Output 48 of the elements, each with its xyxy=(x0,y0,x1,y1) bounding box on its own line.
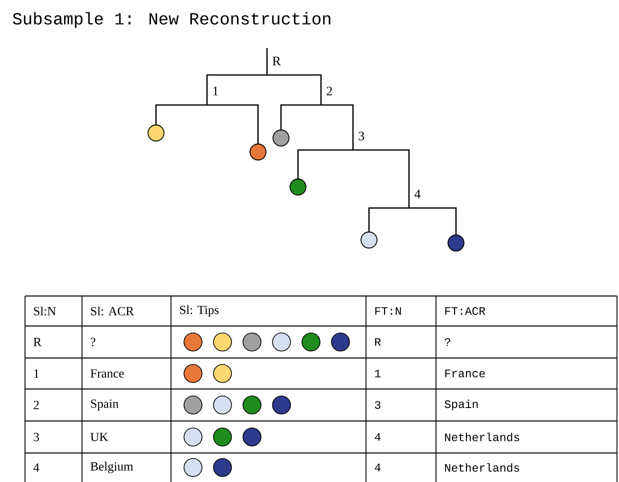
node-label: 1 xyxy=(213,86,218,96)
tree-branch xyxy=(297,149,353,179)
tree-branch xyxy=(409,207,457,235)
table-cell-text: 3 xyxy=(34,432,39,442)
tip-circle xyxy=(148,124,164,142)
table-cell-text: Spain xyxy=(91,400,118,410)
tip-circle xyxy=(448,234,464,252)
tree-branch xyxy=(368,207,409,232)
tree-branch xyxy=(267,74,322,105)
tree-branch xyxy=(206,74,267,105)
table-cell-text: R xyxy=(34,338,42,346)
table-cell-text: Netherlands xyxy=(445,432,520,442)
table-cell-text: Sl:N xyxy=(34,306,56,316)
table-cell-text: 4 xyxy=(374,433,381,441)
tree-branch xyxy=(353,149,410,208)
table-cell-text: 2 xyxy=(34,400,39,410)
table-cell-text: FT:ACR xyxy=(445,307,486,315)
table-cell-text: France xyxy=(90,369,124,378)
table-cell-text: ? xyxy=(90,338,96,346)
table-cell-text: 1 xyxy=(375,370,381,378)
table-cell-text: 4 xyxy=(33,463,40,472)
tip-circle xyxy=(272,130,290,146)
table-cell-text: ? xyxy=(444,338,450,346)
title: Subsample 1: New Reconstruction xyxy=(12,12,330,28)
tree-branch xyxy=(266,48,268,75)
table-cell-text: Netherlands xyxy=(445,463,520,472)
table-cell-text: UK xyxy=(90,432,108,442)
node-label: 2 xyxy=(326,86,332,96)
table-cell-text: FT:N xyxy=(375,307,401,315)
table-cell-text: 4 xyxy=(374,464,381,472)
table-cell-text: Spain xyxy=(444,400,478,410)
node-label: R xyxy=(272,56,281,66)
tree-branch xyxy=(207,104,259,144)
tip-circle xyxy=(290,178,306,196)
table-cell-text: Belgium xyxy=(90,462,134,474)
node-label: 3 xyxy=(358,132,364,140)
table-cell-text: R xyxy=(375,338,381,346)
node-label: 4 xyxy=(414,190,420,198)
table-cell-text: France xyxy=(445,370,485,378)
table-cell-text: 3 xyxy=(374,401,380,409)
table-cell-text: Sl: Tips xyxy=(180,305,219,317)
tree-branch xyxy=(321,104,354,150)
tip-circle xyxy=(250,144,266,160)
tree-branch xyxy=(155,104,207,125)
table-cell-text: Sl: ACR xyxy=(91,306,134,316)
tip-circle xyxy=(360,232,378,248)
table-cell-text: 1 xyxy=(34,369,39,378)
tree-branch xyxy=(280,104,321,130)
